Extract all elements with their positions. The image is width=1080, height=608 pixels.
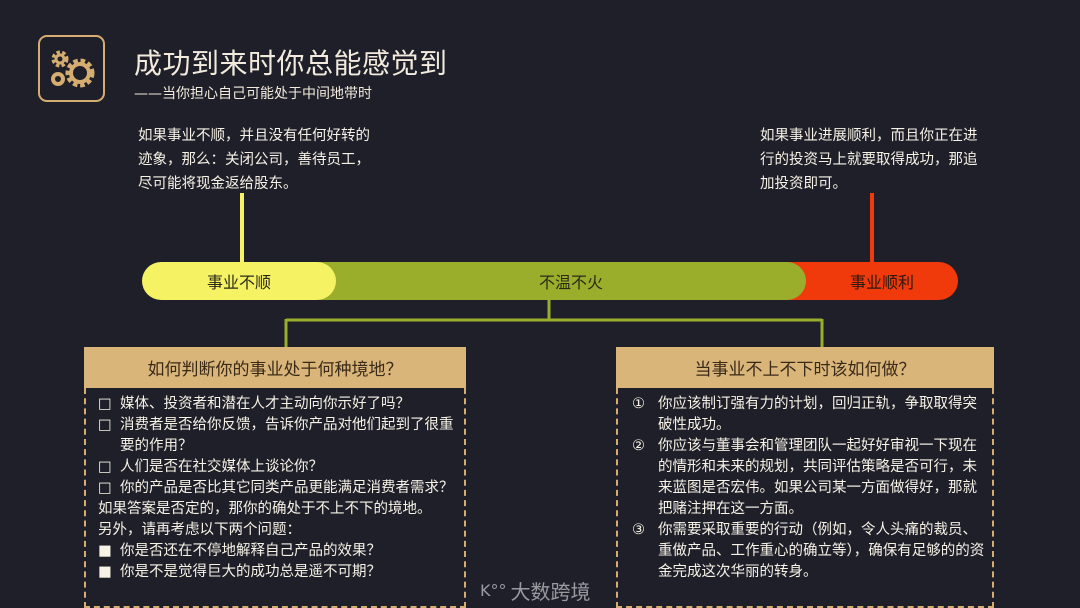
note-good: 如果事业进展顺利，而且你正在进行的投资马上就要取得成功，那追加投资即可。 [760,128,978,192]
conclusion-text: 如果答案是否定的，那你的确处于不上不下的境地。 [98,501,432,517]
list-item: □媒体、投资者和潜在人才主动向你示好了吗？ [98,396,410,412]
left-box-title: 如何判断你的事业处于何种境地？ [84,347,466,388]
segment-bad: 事业不顺 [142,262,336,300]
pointer-line-right [870,193,874,263]
extra-text: 另外，请再考虑以下两个问题： [98,522,301,538]
segment-middle: 不温不火 [316,262,806,300]
left-box: 如何判断你的事业处于何种境地？ □媒体、投资者和潜在人才主动向你示好了吗？ □消… [84,347,466,608]
segment-good: 事业顺利 [786,262,958,300]
watermark: K°°大数跨境 [480,580,591,604]
list-item: □消费者是否给你反馈，告诉你产品对他们起到了很重要的作用？ [98,417,454,454]
watermark-logo-icon: K°° [480,581,507,600]
status-bar: 事业不顺 不温不火 事业顺利 [142,262,958,300]
list-item: ■你是否还在不停地解释自己产品的效果？ [98,543,381,559]
list-item: □你的产品是否比其它同类产品更能满足消费者需求？ [98,480,454,496]
right-box-title: 当事业不上不下时该如何做？ [616,347,994,388]
list-item: ■你是不是觉得巨大的成功总是遥不可期？ [98,564,381,580]
list-item: □人们是否在社交媒体上谈论你？ [98,459,323,475]
gears-icon [38,35,105,102]
page-title: 成功到来时你总能感觉到 [134,47,448,80]
pointer-line-left [240,193,244,263]
note-bad: 如果事业不顺，并且没有任何好转的迹象，那么：关闭公司，善待员工，尽可能将现金返给… [138,128,370,192]
page-subtitle: ——当你担心自己可能处于中间地带时 [134,86,372,102]
